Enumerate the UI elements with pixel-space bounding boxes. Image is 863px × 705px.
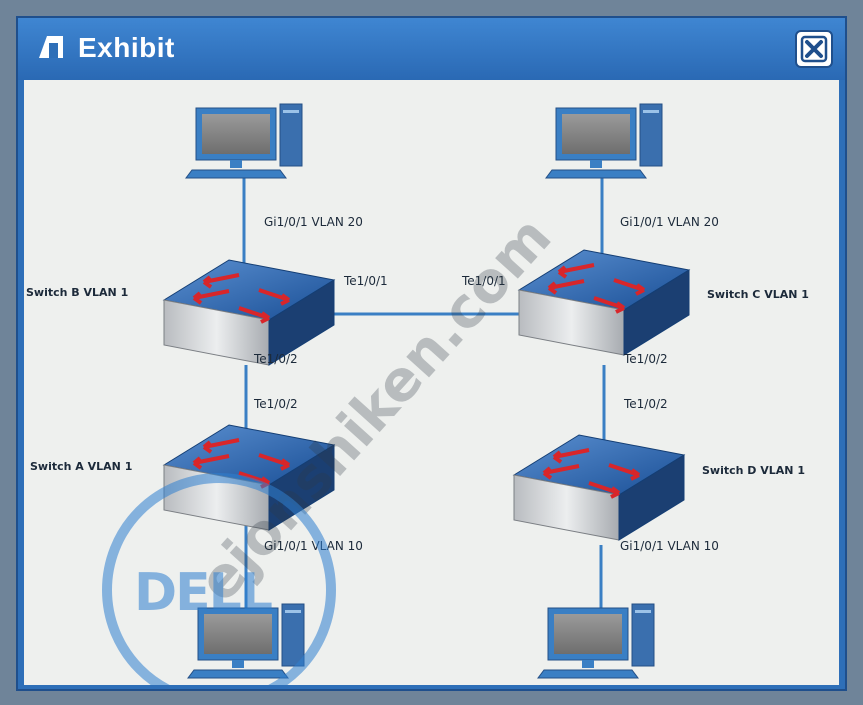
close-icon <box>800 35 828 63</box>
switch-b-icon <box>162 259 336 366</box>
port-label-pc-bottom-right: Gi1/0/1 VLAN 10 <box>620 539 719 553</box>
port-label-d-up: Te1/0/2 <box>623 397 668 411</box>
svg-text:DELL: DELL <box>134 563 272 623</box>
computer-icon <box>545 103 663 179</box>
port-label-pc-top-right: Gi1/0/1 VLAN 20 <box>620 215 719 229</box>
diagram-canvas: Gi1/0/1 VLAN 20 Gi1/0/1 VLAN 20 Switch B… <box>24 80 839 685</box>
computer-icon <box>187 603 305 679</box>
port-label-b-to-c-right: Te1/0/1 <box>461 274 506 288</box>
title-bar: Exhibit <box>18 18 845 80</box>
port-label-b-down: Te1/0/2 <box>253 352 298 366</box>
computer-icon <box>537 603 655 679</box>
switch-c-icon <box>517 249 691 356</box>
switch-d-icon <box>512 434 686 541</box>
switch-a-label: Switch A VLAN 1 <box>30 460 132 473</box>
exhibit-icon <box>39 36 63 58</box>
dell-logo-watermark: DELL <box>102 473 336 685</box>
port-label-b-to-c-left: Te1/0/1 <box>343 274 388 288</box>
close-button[interactable] <box>795 30 833 68</box>
port-label-pc-top-left: Gi1/0/1 VLAN 20 <box>264 215 363 229</box>
window-title: Exhibit <box>78 32 175 63</box>
port-label-pc-bottom-left: Gi1/0/1 VLAN 10 <box>264 539 363 553</box>
port-label-c-down: Te1/0/2 <box>623 352 668 366</box>
computer-icon <box>185 103 303 179</box>
switch-b-label: Switch B VLAN 1 <box>26 286 128 299</box>
port-label-a-up: Te1/0/2 <box>253 397 298 411</box>
network-diagram: Gi1/0/1 VLAN 20 Gi1/0/1 VLAN 20 Switch B… <box>26 103 809 685</box>
exhibit-window: Exhibit <box>16 16 847 691</box>
switch-d-label: Switch D VLAN 1 <box>702 464 805 477</box>
switch-c-label: Switch C VLAN 1 <box>707 288 809 301</box>
